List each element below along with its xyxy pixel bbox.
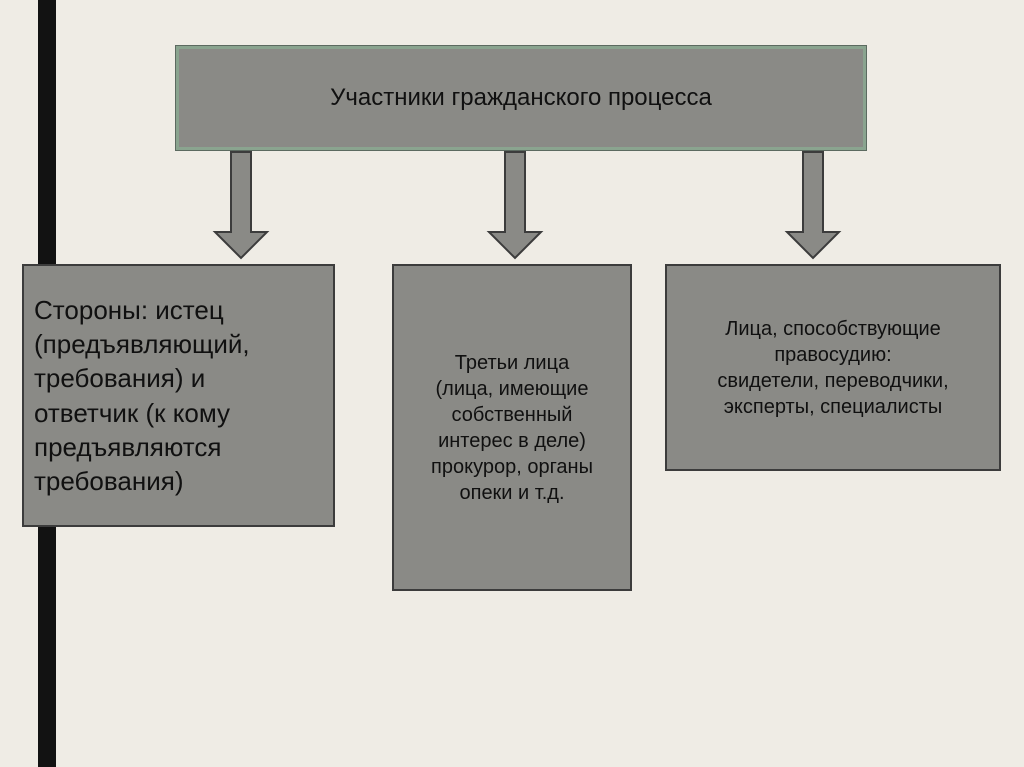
node-parties-text: Стороны: истец (предъявляющий, требовани… bbox=[34, 294, 250, 497]
arrow-to-justice-assistants bbox=[784, 151, 842, 260]
node-third-parties: Третьи лица (лица, имеющие собственный и… bbox=[392, 264, 632, 591]
node-justice-assistants: Лица, способствующие правосудию: свидете… bbox=[665, 264, 1001, 471]
diagram-title: Участники гражданского процесса bbox=[330, 84, 712, 111]
diagram-title-box: Участники гражданского процесса bbox=[175, 45, 867, 151]
node-justice-assistants-text: Лица, способствующие правосудию: свидете… bbox=[717, 317, 949, 418]
arrow-to-third-parties bbox=[486, 151, 544, 260]
node-third-parties-text: Третьи лица (лица, имеющие собственный и… bbox=[431, 351, 593, 504]
arrow-to-parties bbox=[212, 151, 270, 260]
node-parties: Стороны: истец (предъявляющий, требовани… bbox=[22, 264, 335, 527]
